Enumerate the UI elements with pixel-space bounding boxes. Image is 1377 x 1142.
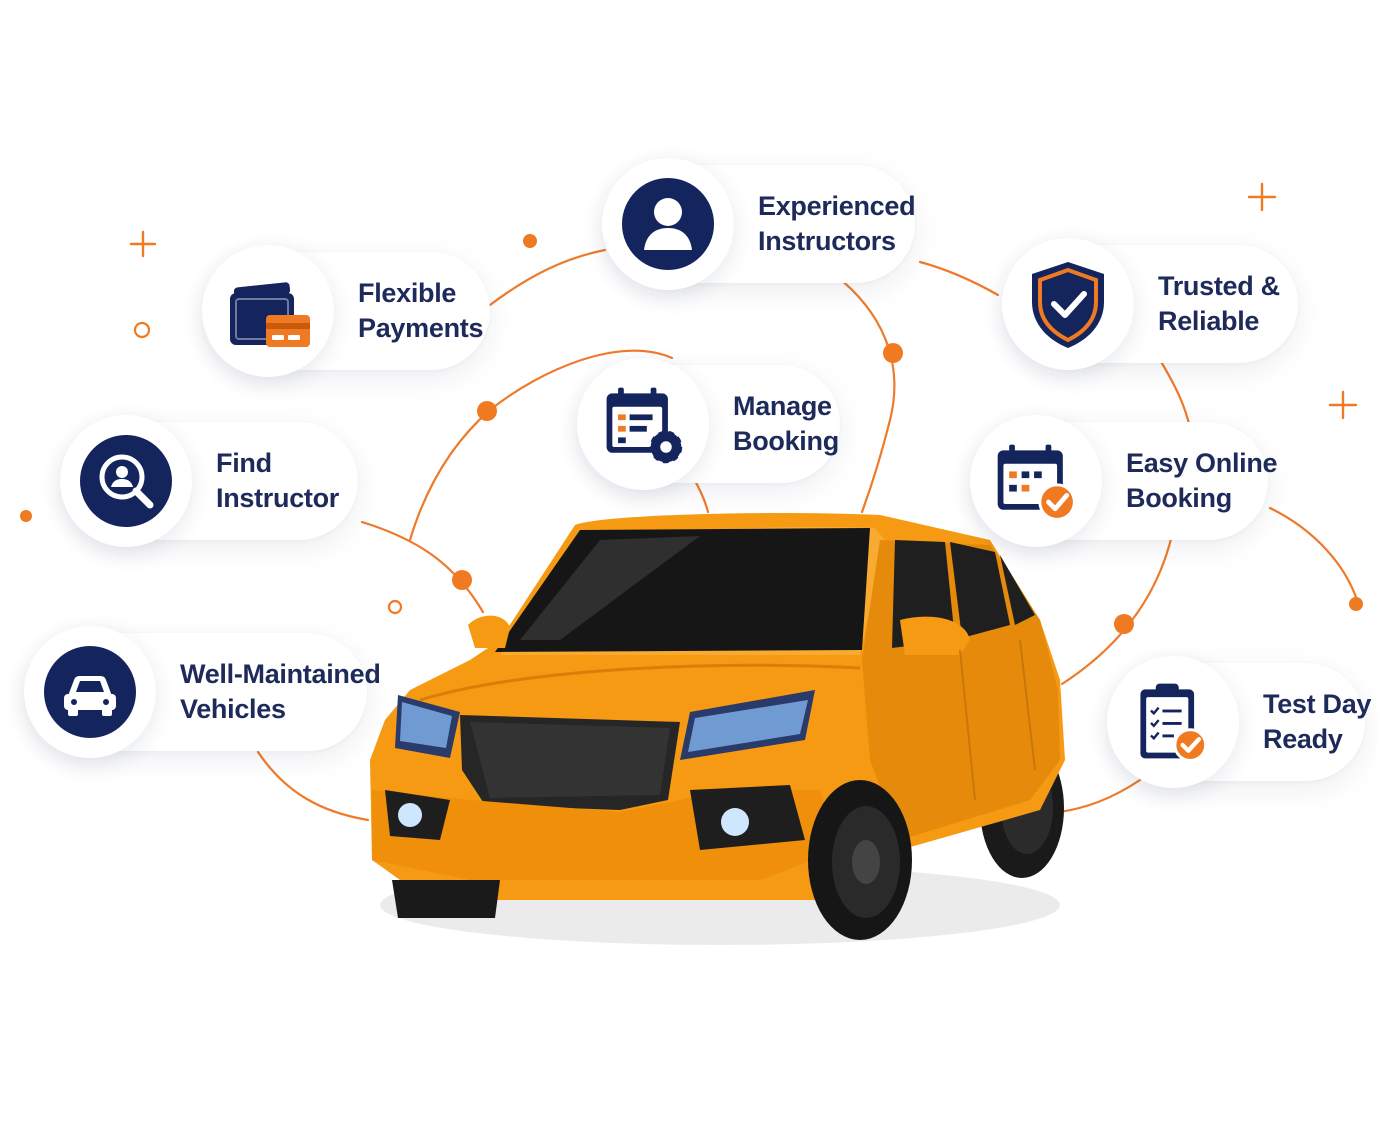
icon-bubble [970, 415, 1102, 547]
connector-line [1158, 358, 1192, 430]
calendar-check-icon [997, 444, 1076, 521]
calendar-gear-icon [606, 387, 683, 464]
icon-bubble [577, 358, 709, 490]
connector-dot [1349, 597, 1363, 611]
car-icon [44, 646, 136, 738]
connector-line [833, 273, 896, 514]
clipboard-check-icon [1140, 683, 1208, 762]
decor-ring [133, 321, 151, 339]
plus-sparkle [129, 230, 157, 258]
connector-dot [452, 570, 472, 590]
connector-dot [477, 401, 497, 421]
feature-trusted-reliable: Trusted &Reliable [1002, 238, 1298, 370]
icon-bubble [1002, 238, 1134, 370]
connector-line [360, 520, 485, 614]
icon-bubble [60, 415, 192, 547]
connector-dot [523, 234, 537, 248]
connector-dot [20, 510, 32, 522]
orange-car-illustration [370, 513, 1065, 945]
feature-label: Trusted &Reliable [1158, 271, 1280, 336]
decor-ring [387, 599, 403, 615]
icon-bubble [202, 245, 334, 377]
icon-bubble [1107, 656, 1239, 788]
connector-dot [883, 343, 903, 363]
icon-bubble [24, 626, 156, 758]
connector-line [256, 750, 370, 822]
shield-check-icon [1032, 262, 1104, 348]
plus-sparkle [1247, 182, 1277, 212]
connector-dot [1114, 614, 1134, 634]
wallet-card-icon [230, 282, 310, 347]
person-icon [622, 178, 714, 270]
search-person-icon [80, 435, 172, 527]
connector-line [1058, 778, 1142, 814]
connector-line [918, 260, 1000, 297]
plus-sparkle [1328, 390, 1358, 420]
connector-line [1268, 506, 1359, 602]
connector-line [1060, 533, 1174, 686]
icon-bubble [602, 158, 734, 290]
connector-line [488, 248, 607, 307]
